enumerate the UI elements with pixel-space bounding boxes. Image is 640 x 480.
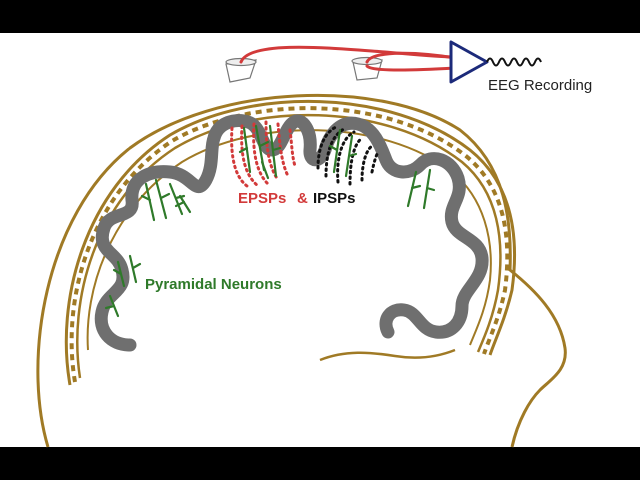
eeg-recording-label: EEG Recording [488,77,593,94]
top-letterbox [0,0,640,33]
head-outline [36,93,567,448]
pyramidal-neurons-label: Pyramidal Neurons [145,276,282,293]
epsp-dotted-field [230,120,297,190]
ipsps-label: IPSPs [313,190,356,207]
ipsp-dotted-field [316,124,380,186]
cortex-ribbon [94,114,489,352]
amplifier-triangle-icon [449,40,489,84]
recording-wires [239,45,457,72]
inner-skull-base [319,348,456,362]
ampersand-label: & [297,190,308,207]
epsps-label: EPSPs [238,190,287,207]
bottom-letterbox [0,447,640,480]
eeg-wave-icon [486,57,542,67]
skull-outer [64,99,517,386]
skull-trabecular [69,106,510,383]
pyramidal-neurons [104,124,436,318]
